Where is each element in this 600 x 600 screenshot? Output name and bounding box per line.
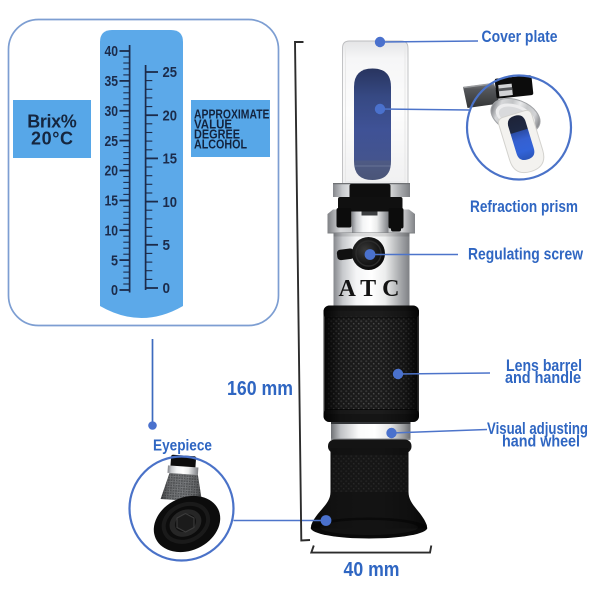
svg-text:0: 0 xyxy=(163,281,171,297)
svg-text:20: 20 xyxy=(163,108,178,124)
svg-text:Eyepiece: Eyepiece xyxy=(153,438,212,455)
svg-text:40: 40 xyxy=(105,44,119,60)
svg-text:APPROXIMATE: APPROXIMATE xyxy=(194,106,270,121)
svg-text:10: 10 xyxy=(105,223,119,239)
svg-text:20°C: 20°C xyxy=(31,129,73,149)
svg-text:Refraction prism: Refraction prism xyxy=(470,197,578,216)
svg-text:VALUE: VALUE xyxy=(194,116,232,131)
svg-text:35: 35 xyxy=(105,74,119,90)
svg-text:160 mm: 160 mm xyxy=(227,377,293,400)
svg-text:10: 10 xyxy=(163,195,178,211)
svg-text:15: 15 xyxy=(163,152,178,168)
svg-text:Regulating screw: Regulating screw xyxy=(468,246,583,264)
svg-text:0: 0 xyxy=(111,283,118,299)
svg-text:DEGREE: DEGREE xyxy=(194,126,240,141)
svg-text:25: 25 xyxy=(105,134,119,150)
svg-text:5: 5 xyxy=(111,253,118,269)
svg-text:Visual adjusting: Visual adjusting xyxy=(487,420,588,438)
svg-text:20: 20 xyxy=(105,164,119,180)
svg-text:40 mm: 40 mm xyxy=(344,559,400,581)
svg-text:ATC: ATC xyxy=(339,276,406,302)
svg-text:15: 15 xyxy=(105,194,119,210)
svg-text:Cover plate: Cover plate xyxy=(482,28,558,46)
svg-text:5: 5 xyxy=(163,238,171,254)
svg-text:and handle: and handle xyxy=(505,369,581,387)
svg-text:30: 30 xyxy=(105,104,119,120)
svg-text:Brix%: Brix% xyxy=(27,112,77,132)
svg-text:ALCOHOL: ALCOHOL xyxy=(194,136,247,151)
svg-text:25: 25 xyxy=(163,65,178,81)
svg-text:hand wheel: hand wheel xyxy=(502,433,580,451)
svg-text:Lens barrel: Lens barrel xyxy=(506,357,582,375)
